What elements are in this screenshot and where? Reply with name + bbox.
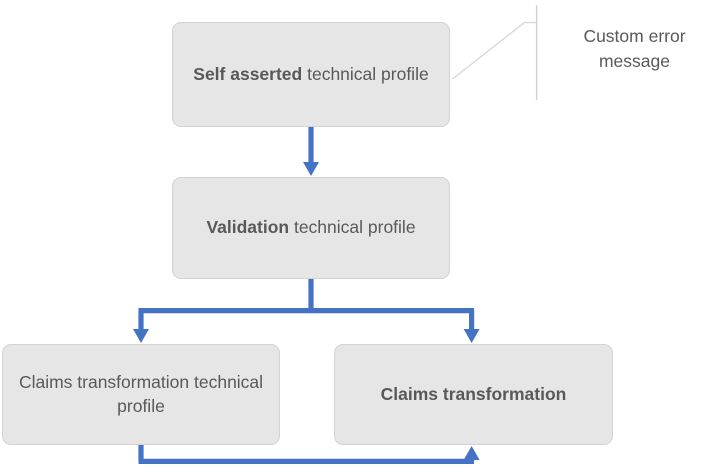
node-label: Claims transformation technical profile xyxy=(15,371,267,418)
node-label-rest: technical profile xyxy=(289,217,416,238)
node-validation-technical-profile[interactable]: Validation technical profile xyxy=(172,177,450,279)
node-label: Validation technical profile xyxy=(185,216,437,239)
node-label-rest: Claims transformation technical profile xyxy=(18,372,264,416)
arrow-self-asserted-to-validation xyxy=(303,127,319,176)
node-label-bold: Validation xyxy=(206,217,290,238)
node-label: Self asserted technical profile xyxy=(185,63,437,86)
arrow-claims-transformation-feedback xyxy=(138,445,480,464)
annotation-line-2: message xyxy=(598,50,670,71)
arrow-validation-branch xyxy=(133,279,480,343)
node-claims-transformation[interactable]: Claims transformation xyxy=(334,344,613,445)
annotation-custom-error-message: Custom error message xyxy=(552,24,717,74)
node-label-bold: Self asserted xyxy=(193,63,303,84)
node-label-rest: technical profile xyxy=(302,63,429,84)
node-label: Claims transformation xyxy=(347,383,600,406)
annotation-line-1: Custom error xyxy=(583,26,686,46)
callout-leader-line xyxy=(452,5,538,100)
node-self-asserted-technical-profile[interactable]: Self asserted technical profile xyxy=(172,22,450,127)
node-claims-transformation-technical-profile[interactable]: Claims transformation technical profile xyxy=(2,344,280,445)
node-label-bold: Claims transformation xyxy=(380,383,567,404)
